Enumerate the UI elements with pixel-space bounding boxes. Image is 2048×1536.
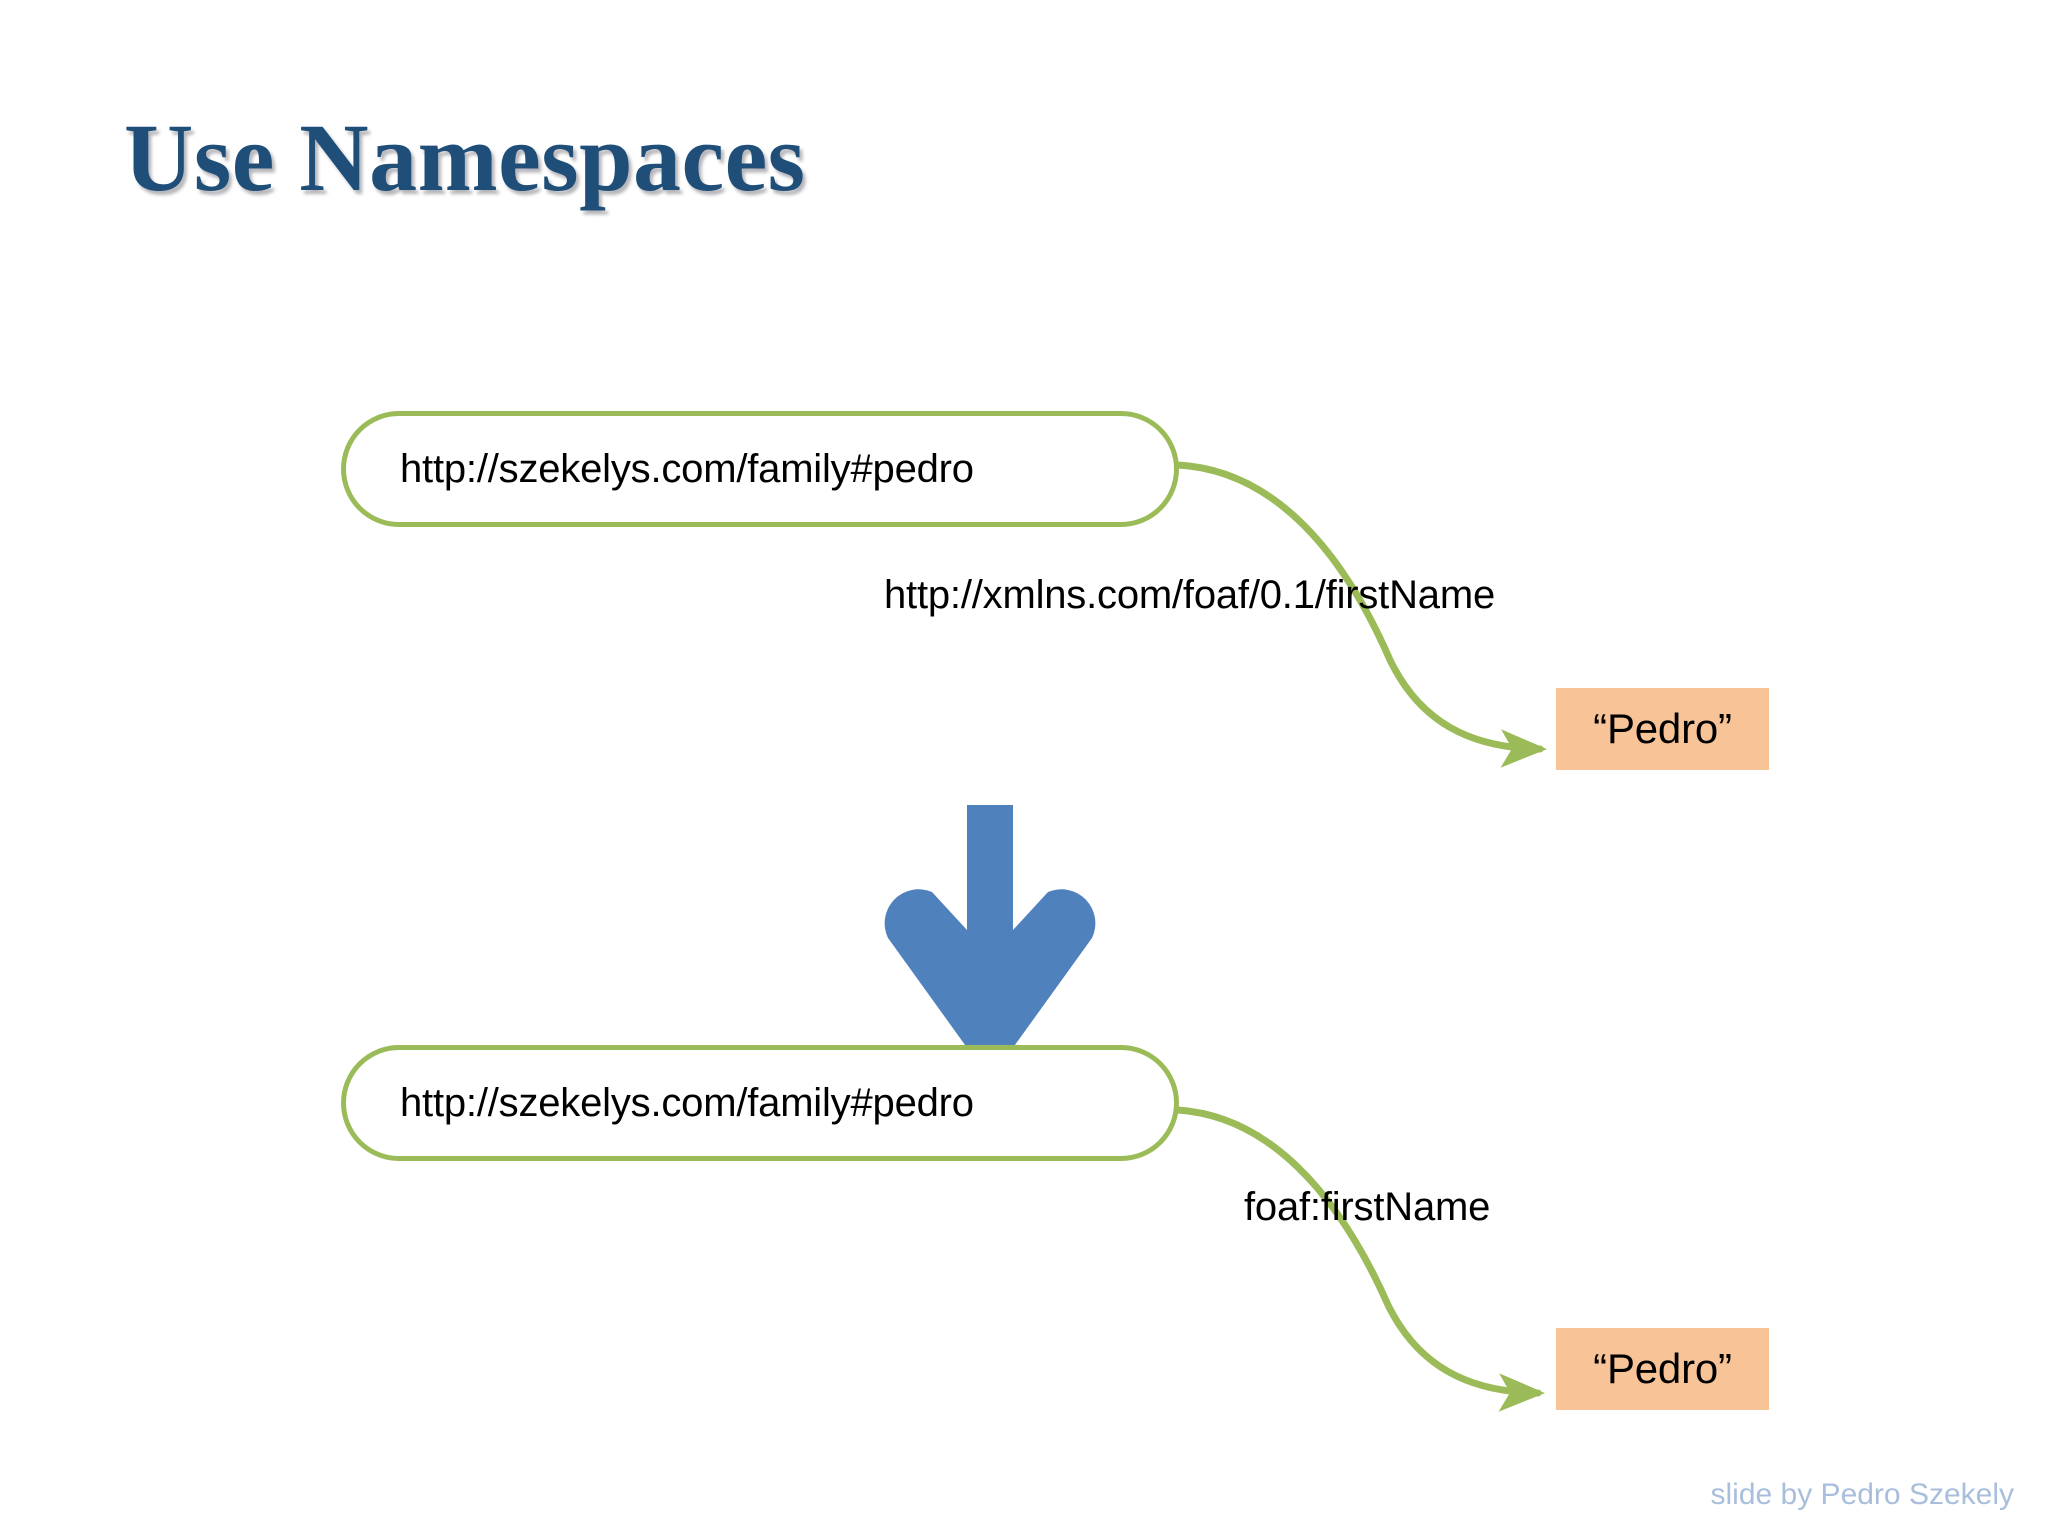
predicate-label-bottom: foaf:firstName [1244,1185,1491,1229]
object-node-bottom-label: “Pedro” [1593,1345,1732,1392]
object-node-top-label: “Pedro” [1593,705,1732,752]
subject-node-top[interactable]: http://szekelys.com/family#pedro [341,411,1179,527]
subject-node-top-label: http://szekelys.com/family#pedro [400,446,974,491]
subject-node-bottom[interactable]: http://szekelys.com/family#pedro [341,1045,1179,1161]
page-title: Use Namespaces [124,104,806,211]
object-node-bottom[interactable]: “Pedro” [1556,1328,1769,1410]
predicate-label-top: http://xmlns.com/foaf/0.1/firstName [884,573,1495,617]
object-node-top[interactable]: “Pedro” [1556,688,1769,770]
connector-arrow-bottom [1174,1106,1545,1412]
subject-node-bottom-label: http://szekelys.com/family#pedro [400,1080,974,1125]
slide-credit: slide by Pedro Szekely [1710,1478,2015,1511]
